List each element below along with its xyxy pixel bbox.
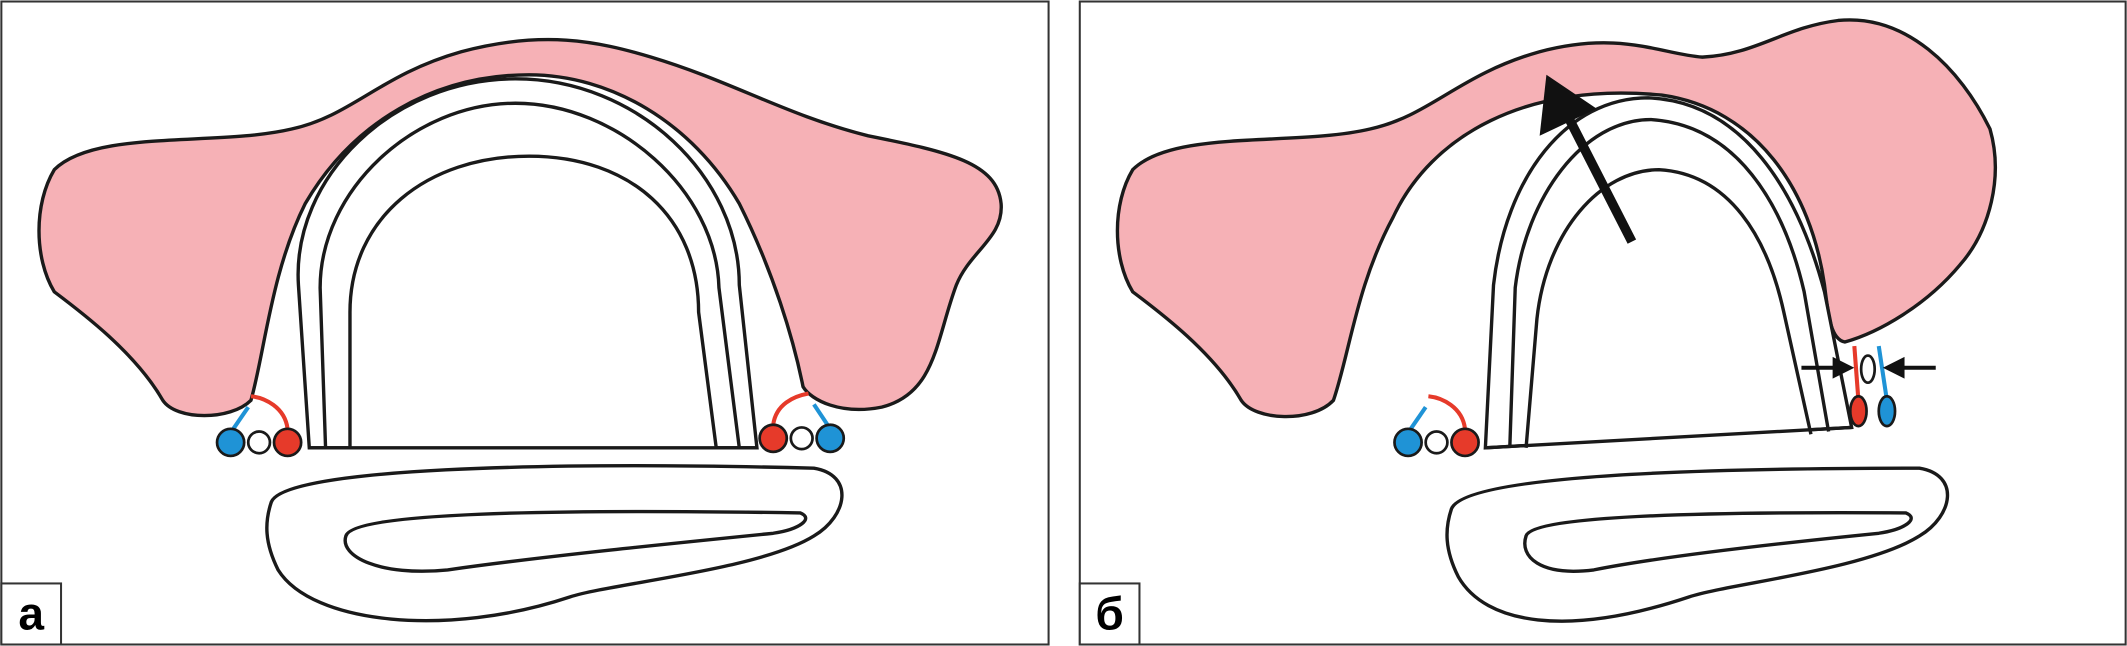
vessels-left <box>215 394 303 458</box>
vessels-compressed <box>1848 345 1897 428</box>
pink-tissue-displaced <box>1115 18 1997 419</box>
panel-b: б <box>1078 0 2127 646</box>
pink-tissue <box>37 37 1003 418</box>
displacement-arrow-icon <box>1539 74 1637 244</box>
vessels-right <box>758 391 846 454</box>
panel-label-b: б <box>1095 588 1123 640</box>
vessels-left <box>1393 394 1480 458</box>
label-box-b <box>1078 582 1141 646</box>
lower-bone-inner <box>343 509 808 573</box>
panel-label-a: а <box>18 588 44 640</box>
compression-arrows-icon <box>1801 356 1936 379</box>
arch-inner <box>348 154 718 449</box>
arch-inner <box>1524 168 1813 448</box>
label-box-a <box>0 582 63 646</box>
lower-bone-inner <box>1523 510 1913 573</box>
panel-a: а <box>0 0 1050 646</box>
arch-middle <box>1508 117 1831 448</box>
arch-middle <box>318 101 741 449</box>
